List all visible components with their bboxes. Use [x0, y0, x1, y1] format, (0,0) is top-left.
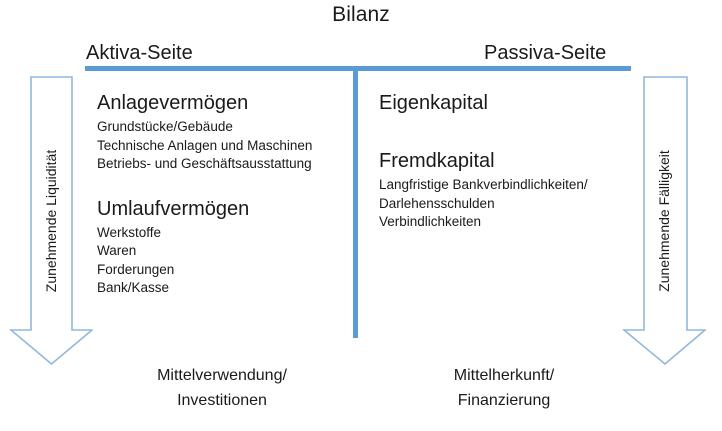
list-item: Langfristige Bankverbindlichkeiten/	[379, 177, 588, 192]
page-title: Bilanz	[332, 3, 390, 26]
list-item: Forderungen	[97, 261, 175, 277]
passiva-column: Eigenkapital Fremdkapital Langfristige B…	[379, 90, 629, 232]
block-heading-eigenkapital: Eigenkapital	[379, 92, 488, 114]
list-item: Bank/Kasse	[97, 280, 170, 295]
list-item: Darlehensschulden	[379, 195, 495, 211]
block-list-anlagevermoegen: Grundstücke/Gebäude Technische Anlagen u…	[97, 118, 347, 174]
caption-line-2: Investitionen	[177, 392, 267, 409]
down-arrow-icon	[622, 76, 706, 366]
caption-mittelverwendung: Mittelverwendung/ Investitionen	[97, 363, 347, 413]
caption-line-2: Finanzierung	[457, 392, 551, 409]
block-heading-fremdkapital: Fremdkapital	[379, 150, 495, 172]
caption-mittelherkunft: Mittelherkunft/ Finanzierung	[379, 363, 629, 413]
aktiva-column: Anlagevermögen Grundstücke/Gebäude Techn…	[97, 90, 347, 298]
liquidity-arrow: Zunehmende Liquidität	[9, 76, 93, 366]
caption-line-1: Mittelherkunft/	[453, 367, 555, 384]
list-item: Betriebs- und Geschäftsausstattung	[97, 156, 312, 171]
passiva-heading: Passiva-Seite	[484, 42, 607, 64]
block-heading-umlaufvermoegen: Umlaufvermögen	[97, 197, 250, 220]
list-item: Verbindlichkeiten	[379, 214, 482, 229]
list-item: Technische Anlagen und Maschinen	[97, 137, 313, 153]
aktiva-heading: Aktiva-Seite	[86, 42, 193, 64]
down-arrow-icon	[9, 76, 93, 366]
caption-line-1: Mittelverwendung/	[157, 367, 287, 384]
maturity-arrow: Zunehmende Fälligkeit	[622, 76, 706, 366]
list-item: Waren	[97, 243, 137, 258]
list-item: Werkstoffe	[97, 224, 162, 240]
block-list-umlaufvermoegen: Werkstoffe Waren Forderungen Bank/Kasse	[97, 224, 347, 298]
list-item: Grundstücke/Gebäude	[97, 119, 233, 134]
block-heading-anlagevermoegen: Anlagevermögen	[97, 92, 249, 114]
block-list-fremdkapital: Langfristige Bankverbindlichkeiten/ Darl…	[379, 176, 629, 232]
vertical-divider	[353, 66, 358, 338]
horizontal-divider	[85, 66, 631, 71]
